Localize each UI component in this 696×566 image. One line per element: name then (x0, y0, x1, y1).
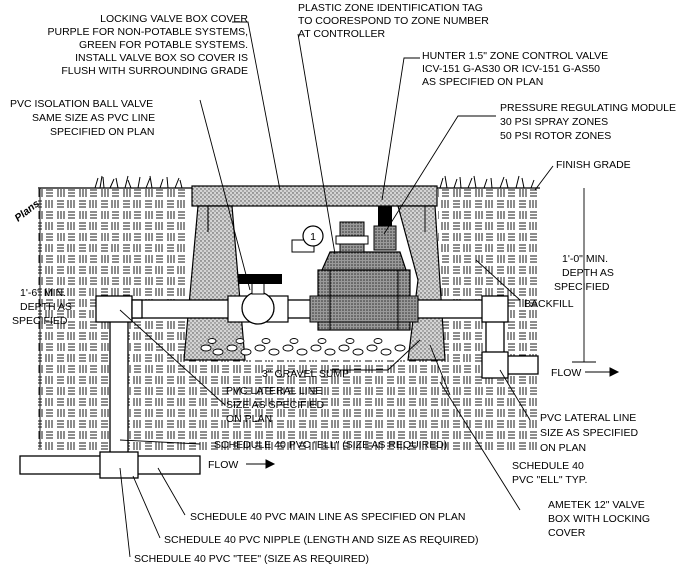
finish-grade-leader (534, 165, 554, 191)
callout-main-line: SCHEDULE 40 PVC MAIN LINE AS SPECIFIED O… (190, 511, 465, 523)
svg-text:PRESSURE REGULATING MODULE: PRESSURE REGULATING MODULE (500, 102, 676, 114)
callout-depth-left: 1'-6" MIN. DEPTH AS SPECIFIED (12, 287, 72, 327)
svg-text:DEPTH AS: DEPTH AS (20, 301, 72, 313)
gravel-sump (200, 338, 406, 356)
callout-valve-box-cover: LOCKING VALVE BOX COVER PURPLE FOR NON-P… (47, 13, 248, 77)
callout-valve-box: AMETEK 12" VALVE BOX WITH LOCKING COVER (548, 499, 650, 539)
zone-number: 1 (310, 231, 316, 243)
callout-gravel-sump: 3" GRAVEL SUMP (262, 368, 349, 380)
svg-text:ON PLAN: ON PLAN (540, 442, 586, 454)
callout-ball-valve: PVC ISOLATION BALL VALVE SAME SIZE AS PV… (10, 98, 155, 138)
callout-tee: SCHEDULE 40 PVC "TEE" (SIZE AS REQUIRED) (134, 553, 369, 565)
svg-text:30 PSI SPRAY ZONES: 30 PSI SPRAY ZONES (500, 116, 608, 128)
callout-lateral-left: PVC LATERAL LINE SIZE AS SPECIFIED ON PL… (226, 385, 324, 425)
svg-text:PVC LATERAL LINE: PVC LATERAL LINE (226, 385, 322, 397)
svg-text:ON PLAN: ON PLAN (226, 413, 272, 425)
zone-control-valve (291, 206, 419, 331)
plans-watermark: Plans (12, 198, 42, 225)
svg-text:1'-6" MIN.: 1'-6" MIN. (20, 287, 66, 299)
callout-flow-right: FLOW (551, 367, 581, 379)
callout-control-valve: HUNTER 1.5" ZONE CONTROL VALVE ICV-151 G… (422, 50, 608, 88)
isolation-ball-valve (227, 274, 289, 325)
callout-ell-typ: SCHEDULE 40 PVC "ELL" TYP. (512, 460, 587, 486)
svg-text:SIZE AS SPECIFIED: SIZE AS SPECIFIED (226, 399, 324, 411)
soil-under-box (188, 360, 438, 450)
svg-text:ICV-151 G-AS30 OR ICV-151 G-AS: ICV-151 G-AS30 OR ICV-151 G-AS50 (422, 63, 600, 75)
svg-text:50 PSI ROTOR ZONES: 50 PSI ROTOR ZONES (500, 130, 611, 142)
svg-text:PVC ISOLATION BALL VALVE: PVC ISOLATION BALL VALVE (10, 98, 153, 110)
svg-text:LOCKING VALVE BOX COVER: LOCKING VALVE BOX COVER (100, 13, 248, 25)
callout-flow-bottom: FLOW (208, 459, 238, 471)
grass-tufts (94, 175, 535, 189)
flow-arrows (246, 367, 620, 469)
svg-text:HUNTER 1.5" ZONE CONTROL VALVE: HUNTER 1.5" ZONE CONTROL VALVE (422, 50, 608, 62)
svg-text:FLUSH WITH SURROUNDING GRADE: FLUSH WITH SURROUNDING GRADE (61, 65, 248, 77)
svg-text:SIZE AS SPECIFIED: SIZE AS SPECIFIED (540, 427, 638, 439)
svg-text:SCHEDULE 40: SCHEDULE 40 (512, 460, 584, 472)
svg-text:SPECIFIED: SPECIFIED (12, 315, 68, 327)
svg-text:GREEN FOR POTABLE SYSTEMS.: GREEN FOR POTABLE SYSTEMS. (79, 39, 248, 51)
callout-finish-grade: FINISH GRADE (556, 159, 631, 171)
svg-text:AS SPECIFIED ON PLAN: AS SPECIFIED ON PLAN (422, 76, 543, 88)
svg-text:SAME SIZE AS PVC LINE: SAME SIZE AS PVC LINE (32, 112, 155, 124)
svg-text:PVC "ELL" TYP.: PVC "ELL" TYP. (512, 474, 587, 486)
depth-dimensions (39, 188, 596, 448)
svg-text:SPECIFIED ON PLAN: SPECIFIED ON PLAN (50, 126, 154, 138)
zone-tag-marker (302, 225, 324, 247)
svg-text:1'-0" MIN.: 1'-0" MIN. (562, 253, 608, 265)
callout-depth-right: 1'-0" MIN. DEPTH AS SPECIFIED (554, 253, 614, 293)
svg-text:AMETEK 12" VALVE: AMETEK 12" VALVE (548, 499, 645, 511)
callout-zone-tag: PLASTIC ZONE IDENTIFICATION TAG TO COORE… (298, 2, 489, 40)
svg-text:SPECIFIED: SPECIFIED (554, 281, 610, 293)
svg-text:PLASTIC ZONE IDENTIFICATION TA: PLASTIC ZONE IDENTIFICATION TAG (298, 2, 483, 14)
svg-text:DEPTH AS: DEPTH AS (562, 267, 614, 279)
svg-text:COVER: COVER (548, 527, 586, 539)
svg-text:BOX WITH LOCKING: BOX WITH LOCKING (548, 513, 650, 525)
callout-lateral-right: PVC LATERAL LINE SIZE AS SPECIFIED ON PL… (540, 412, 638, 454)
callout-nipple: SCHEDULE 40 PVC NIPPLE (LENGTH AND SIZE … (164, 534, 479, 546)
svg-text:AT CONTROLLER: AT CONTROLLER (298, 28, 386, 40)
svg-text:PURPLE FOR NON-POTABLE SYSTEMS: PURPLE FOR NON-POTABLE SYSTEMS, (47, 26, 248, 38)
callout-ell-required: SCHEDULE 40 PVC "ELL" (SIZE AS REQUIRED) (214, 439, 447, 451)
leader-lines (119, 21, 531, 558)
svg-text:PVC LATERAL LINE: PVC LATERAL LINE (540, 412, 636, 424)
svg-text:INSTALL VALVE BOX SO COVER IS: INSTALL VALVE BOX SO COVER IS (75, 52, 248, 64)
callout-backfill: BACKFILL (524, 298, 574, 310)
callout-pressure-module: PRESSURE REGULATING MODULE 30 PSI SPRAY … (500, 102, 676, 142)
svg-text:TO COORESPOND TO ZONE NUMBER: TO COORESPOND TO ZONE NUMBER (298, 15, 489, 27)
